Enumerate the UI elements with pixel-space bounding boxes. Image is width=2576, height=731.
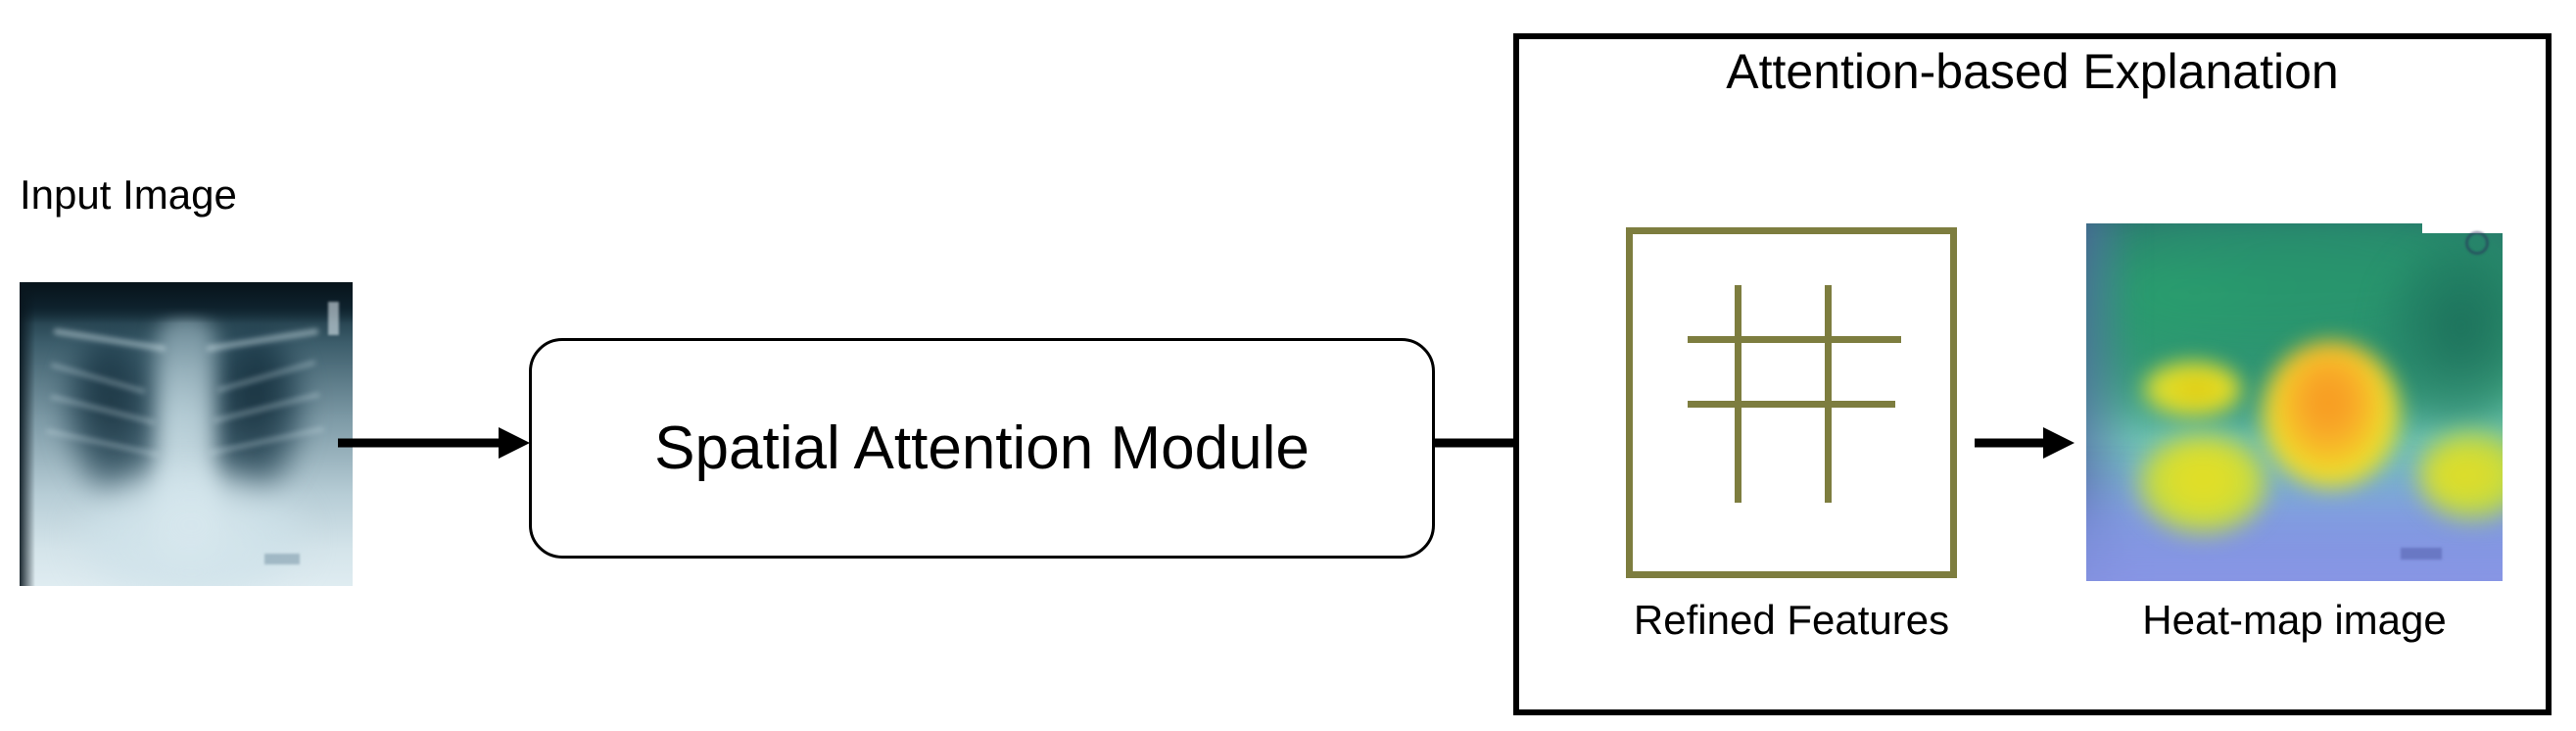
arrow-input-to-module — [338, 423, 532, 463]
grid-hash-icon — [1688, 401, 1895, 408]
heatmap-label: Heat-map image — [2142, 597, 2447, 643]
spatial-attention-module-box[interactable]: Spatial Attention Module — [529, 338, 1435, 559]
heatmap-hotspot-right — [2419, 431, 2503, 519]
heatmap-annotation-text — [2401, 548, 2442, 560]
xray-collimation-top — [20, 282, 353, 323]
grid-hash-icon — [1688, 336, 1901, 343]
xray-side-marker — [328, 302, 339, 335]
refined-features-label: Refined Features — [1633, 597, 1950, 643]
attention-explanation-title: Attention-based Explanation — [1726, 44, 2339, 99]
heatmap-side-marker — [2465, 231, 2489, 255]
heatmap-dark-green-region — [2380, 243, 2503, 429]
input-image-label: Input Image — [20, 171, 237, 218]
heatmap-hotspot-left — [2143, 361, 2241, 417]
xray-diaphragm — [78, 474, 304, 586]
xray-collimation-left — [20, 282, 35, 586]
heatmap-hotspot-lower-left — [2139, 435, 2266, 533]
spatial-attention-module-label: Spatial Attention Module — [654, 414, 1310, 482]
heatmap-corner-notch — [2422, 223, 2503, 233]
arrow-refined-to-heatmap — [1975, 423, 2076, 463]
attention-heatmap-image — [2086, 223, 2503, 581]
refined-features-box[interactable] — [1626, 227, 1957, 578]
grid-hash-icon — [1825, 285, 1832, 503]
xray-annotation-text — [264, 554, 300, 564]
chest-xray-image — [20, 282, 353, 586]
heatmap-hotspot-center — [2263, 341, 2400, 488]
grid-hash-icon — [1735, 285, 1741, 503]
